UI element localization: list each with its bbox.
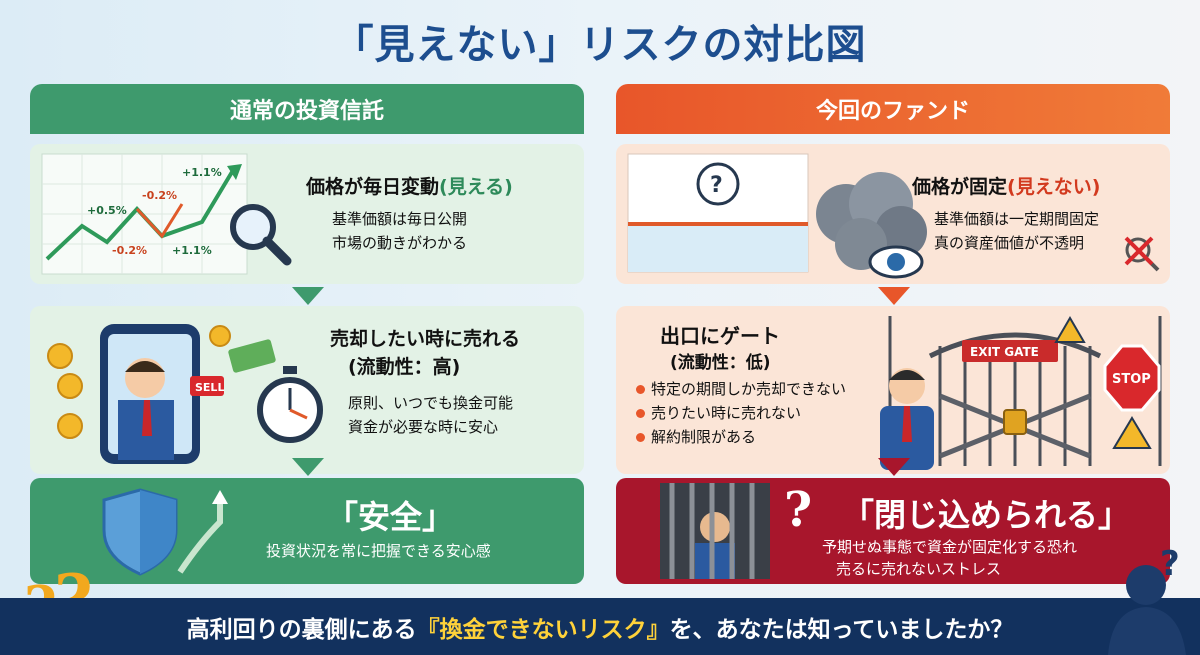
left-card3-big: 「安全」 <box>326 498 455 536</box>
bottom-banner: 高利回りの裏側にある『換金できないリスク』を、あなたは知っていましたか？ <box>0 598 1200 655</box>
left-column-header: 通常の投資信託 <box>30 84 584 134</box>
chart-label: +0.5% <box>87 204 127 217</box>
left-card2-heading2: (流動性：高) <box>348 356 461 378</box>
jail-icon <box>660 483 770 579</box>
right-card2-bullet: 解約制限がある <box>636 426 756 449</box>
worried-businessman-icon <box>880 368 934 470</box>
chart-label: +1.1% <box>172 244 212 257</box>
question-icon: ? <box>710 173 723 198</box>
left-card3-line: 投資状況を常に把握できる安心感 <box>266 542 491 560</box>
page-title: 「見えない」リスクの対比図 <box>333 22 867 68</box>
rising-chart-icon: +0.5% -0.2% +1.1% -0.2% +1.1% <box>41 153 248 275</box>
thinking-person-icon: ? <box>1108 544 1186 655</box>
bullet-dot-icon <box>636 385 645 394</box>
bullet-text: 特定の期間しか売却できない <box>651 380 847 398</box>
flat-chart-icon: ? <box>627 153 809 273</box>
chart-label: +1.1% <box>182 166 222 179</box>
question-mark-icon: ? <box>784 482 813 538</box>
left-card1-line1: 基準価額は毎日公開 <box>332 210 468 228</box>
left-card2-heading1: 売却したい時に売れる <box>330 328 521 350</box>
left-column: 通常の投資信託 +0.5% -0.2% +1.1% -0.2% +1.1% 価格… <box>30 84 584 584</box>
heading-main: 価格が固定 <box>912 176 1008 198</box>
left-card-safe: 「安全」 投資状況を常に把握できる安心感 <box>30 478 584 584</box>
left-card1-heading: 価格が毎日変動(見える) <box>306 172 513 199</box>
left-card2-line2: 資金が必要な時に安心 <box>348 418 499 436</box>
chart-label: -0.2% <box>142 189 177 202</box>
right-card3-line1: 予期せぬ事態で資金が固定化する恐れ <box>822 538 1078 556</box>
bullet-dot-icon <box>636 409 645 418</box>
right-card1-line1: 基準価額は一定期間固定 <box>934 210 1100 228</box>
right-card-price: ? 価格が固定(見えない) 基準価額は一定期間固定 真の資産価値が不透明 <box>616 144 1170 284</box>
shield-icon <box>102 488 228 576</box>
right-column-header: 今回のファンド <box>616 84 1170 134</box>
right-card1-line2: 真の資産価値が不透明 <box>934 234 1085 252</box>
right-card2-bullet: 売りたい時に売れない <box>636 402 801 425</box>
down-arrow-icon <box>292 458 324 476</box>
cloud-icon <box>816 172 927 279</box>
down-arrow-icon <box>878 287 910 305</box>
bullet-dot-icon <box>636 433 645 442</box>
sell-tag: SELL <box>195 381 224 394</box>
bullet-text: 解約制限がある <box>651 428 757 446</box>
down-arrow-icon <box>292 287 324 305</box>
stopwatch-icon <box>257 366 323 443</box>
right-card2-heading2: (流動性：低) <box>670 353 771 373</box>
left-card1-line2: 市場の動きがわかる <box>332 234 468 252</box>
heading-accent: (見える) <box>439 176 513 198</box>
gate-sign: EXIT GATE <box>970 345 1039 359</box>
stop-sign: STOP <box>1112 372 1151 387</box>
left-card2-line1: 原則、いつでも換金可能 <box>348 394 514 412</box>
left-card-price: +0.5% -0.2% +1.1% -0.2% +1.1% 価格が毎日変動(見え… <box>30 144 584 284</box>
right-card2-bullet: 特定の期間しか売却できない <box>636 378 846 401</box>
bullet-text: 売りたい時に売れない <box>651 404 802 422</box>
heading-accent: (見えない) <box>1007 176 1101 198</box>
right-card1-heading: 価格が固定(見えない) <box>912 172 1100 199</box>
banner-text-before: 高利回りの裏側にある <box>186 616 417 643</box>
right-card-trapped: ? 「閉じ込められる」 予期せぬ事態で資金が固定化する恐れ 売るに売れないストレ… <box>616 478 1170 584</box>
magnifier-icon <box>230 204 292 266</box>
heading-main: 価格が毎日変動 <box>306 176 440 198</box>
businessman-phone-icon: SELL <box>47 324 276 464</box>
down-arrow-icon <box>878 458 910 476</box>
svg-text:?: ? <box>1160 544 1180 584</box>
left-card-liquidity: SELL 売却したい時に売れる (流動性：高) 原則、いつでも換金可能 資金が必… <box>30 306 584 474</box>
right-card-gate: EXIT GATE STOP 出口にゲート (流動性：低) 特定の期間しか売却で… <box>616 306 1170 474</box>
banner-highlight: 『換金できないリスク』 <box>416 616 670 643</box>
banner-text-after: を、あなたは知っていましたか？ <box>669 616 1014 643</box>
right-column: 今回のファンド ? 価格が固定(見えない) 基準価額は一定期間固定 真の資産価値… <box>616 84 1170 584</box>
right-card3-line2: 売るに売れないストレス <box>836 560 1002 578</box>
cross-magnifier-icon <box>1124 236 1160 272</box>
right-card3-big: 「閉じ込められる」 <box>842 496 1131 534</box>
right-card2-heading1: 出口にゲート <box>660 324 780 348</box>
chart-label: -0.2% <box>112 244 147 257</box>
